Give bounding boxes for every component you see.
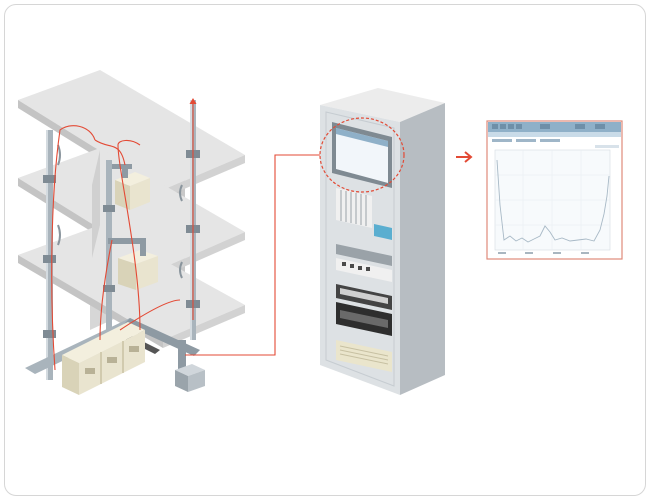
cabinet-monitor [332,122,392,188]
panel-indicators [336,244,392,282]
controller-box [175,364,205,392]
riser-pipe-left [43,130,61,380]
panel-keyboard [336,284,392,310]
screen-zoom [486,120,623,260]
arrow-up-icon [189,98,197,104]
signal-wiring [51,102,330,371]
panel-printer [336,302,392,336]
control-cabinet [319,88,445,395]
inner-wall [92,150,100,258]
monitor-highlight [319,117,405,193]
riser-pipe-middle [103,160,115,335]
screen-axis-labels [498,252,589,254]
sensor-unit-lower [108,238,158,290]
arrow-right-icon [456,151,473,163]
screen-plot-gridlines [495,150,610,250]
screen-toolbar-buttons [492,124,605,129]
pump-units [62,322,145,395]
rack-modules [336,188,392,240]
panel-vent [336,340,392,372]
screen-toolbar [488,122,621,132]
sensor-unit-upper [112,164,150,210]
screen-status-bar [492,139,560,142]
screen-plot-trend-line [496,159,610,243]
